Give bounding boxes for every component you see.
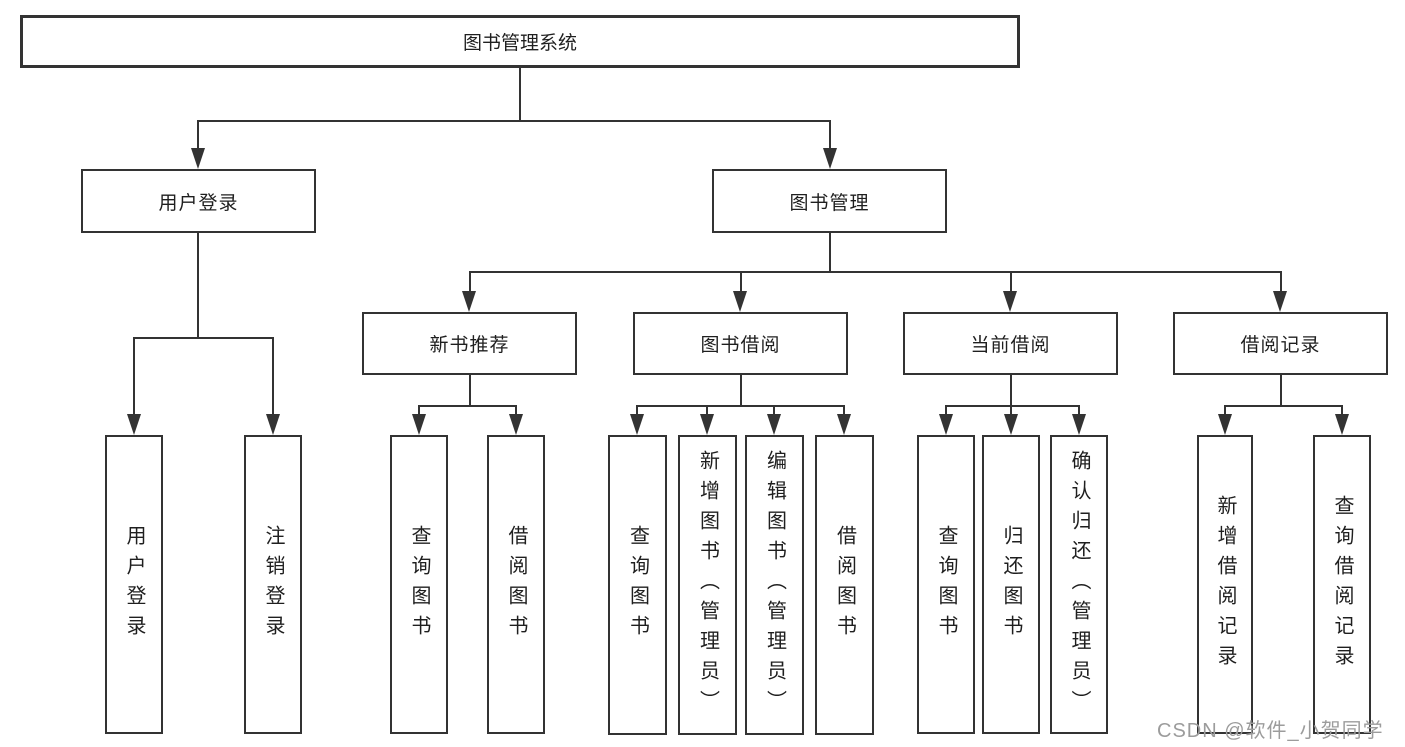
connector-arm <box>133 337 135 416</box>
connector-root-splitter <box>197 120 831 122</box>
arrow-down <box>823 148 837 169</box>
connector-arm <box>945 405 947 417</box>
connector-stem <box>740 375 742 405</box>
connector-user-login-stem <box>197 233 199 337</box>
connector-splitter <box>636 405 845 407</box>
node-new-book-recommend: 新书推荐 <box>362 312 577 375</box>
node-book-management: 图书管理 <box>712 169 947 233</box>
leaf-add-borrow-record: 新增借阅记录 <box>1197 435 1253 734</box>
connector-arm <box>515 405 517 417</box>
connector-stem <box>1010 375 1012 405</box>
leaf-label: 查询图书 <box>626 525 649 645</box>
leaf-label: 新增图书（管理员） <box>696 450 719 720</box>
leaf-query-books: 查询图书 <box>608 435 667 735</box>
node-current-borrow: 当前借阅 <box>903 312 1118 375</box>
arrow-down <box>1072 414 1086 435</box>
arrow-down <box>127 414 141 435</box>
arrow-down <box>733 291 747 312</box>
connector-stem <box>469 375 471 405</box>
connector-arm <box>1280 271 1282 293</box>
arrow-down <box>509 414 523 435</box>
connector-arm <box>773 405 775 417</box>
arrow-down <box>462 291 476 312</box>
leaf-query-borrow-record: 查询借阅记录 <box>1313 435 1371 734</box>
connector-arm <box>272 337 274 416</box>
connector-arm <box>829 120 831 152</box>
node-label: 图书管理 <box>789 192 870 214</box>
connector-arm <box>1341 405 1343 417</box>
connector-splitter <box>945 405 1080 407</box>
connector-stem <box>1280 375 1282 405</box>
arrow-down <box>1273 291 1287 312</box>
arrow-down <box>191 148 205 169</box>
arrow-down <box>630 414 644 435</box>
leaf-query-books: 查询图书 <box>917 435 975 734</box>
connector-arm <box>469 271 471 293</box>
connector-user-login-splitter <box>133 337 274 339</box>
node-label: 图书管理系统 <box>462 33 577 54</box>
node-label: 新书推荐 <box>429 335 510 356</box>
arrow-down <box>1335 414 1349 435</box>
connector-splitter <box>1224 405 1343 407</box>
connector-arm <box>740 271 742 293</box>
connector-arm <box>197 120 199 152</box>
csdn-watermark: CSDN @软件_小贺同学 <box>1157 720 1384 742</box>
leaf-label: 确认归还（管理员） <box>1068 449 1090 720</box>
arrow-down <box>767 414 781 435</box>
leaf-label: 新增借阅记录 <box>1214 494 1236 675</box>
connector-arm <box>418 405 420 417</box>
leaf-borrow-books: 借阅图书 <box>815 435 874 735</box>
arrow-down <box>1004 414 1018 435</box>
connector-arm <box>706 405 708 417</box>
leaf-user-login: 用户登录 <box>105 435 163 734</box>
connector-book-mgmt-splitter <box>469 271 1281 273</box>
arrow-down <box>939 414 953 435</box>
leaf-label: 查询图书 <box>408 524 430 645</box>
node-label: 图书借阅 <box>700 335 781 356</box>
leaf-label: 编辑图书（管理员） <box>763 450 786 720</box>
arrow-down <box>837 414 851 435</box>
leaf-label: 借阅图书 <box>833 525 856 645</box>
connector-arm <box>843 405 845 417</box>
arrow-down <box>266 414 280 435</box>
node-label: 当前借阅 <box>970 335 1051 356</box>
leaf-label: 查询借阅记录 <box>1331 494 1353 675</box>
leaf-add-book-admin: 新增图书（管理员） <box>678 435 737 735</box>
connector-arm <box>1224 405 1226 417</box>
arrow-down <box>412 414 426 435</box>
leaf-label: 查询图书 <box>935 524 957 645</box>
arrow-down <box>1003 291 1017 312</box>
leaf-borrow-books: 借阅图书 <box>487 435 545 734</box>
connector-arm <box>1078 405 1080 417</box>
leaf-confirm-return-admin: 确认归还（管理员） <box>1050 435 1108 734</box>
arrow-down <box>1218 414 1232 435</box>
leaf-logout: 注销登录 <box>244 435 302 734</box>
arrow-down <box>700 414 714 435</box>
node-root-library-system: 图书管理系统 <box>20 15 1020 68</box>
leaf-edit-book-admin: 编辑图书（管理员） <box>745 435 804 735</box>
leaf-label: 借阅图书 <box>505 524 527 645</box>
connector-arm <box>1010 271 1012 293</box>
connector-book-mgmt-stem <box>829 233 831 271</box>
leaf-label: 注销登录 <box>262 524 284 645</box>
node-book-borrow: 图书借阅 <box>633 312 848 375</box>
connector-splitter <box>418 405 517 407</box>
node-user-login: 用户登录 <box>81 169 316 233</box>
connector-root-stem <box>519 68 521 122</box>
connector-arm <box>1010 405 1012 417</box>
leaf-label: 用户登录 <box>123 524 145 645</box>
node-label: 用户登录 <box>158 192 239 214</box>
leaf-label: 归还图书 <box>1000 524 1022 645</box>
node-borrow-records: 借阅记录 <box>1173 312 1388 375</box>
connector-arm <box>636 405 638 417</box>
leaf-return-books: 归还图书 <box>982 435 1040 734</box>
node-label: 借阅记录 <box>1240 335 1321 356</box>
leaf-query-books: 查询图书 <box>390 435 448 734</box>
